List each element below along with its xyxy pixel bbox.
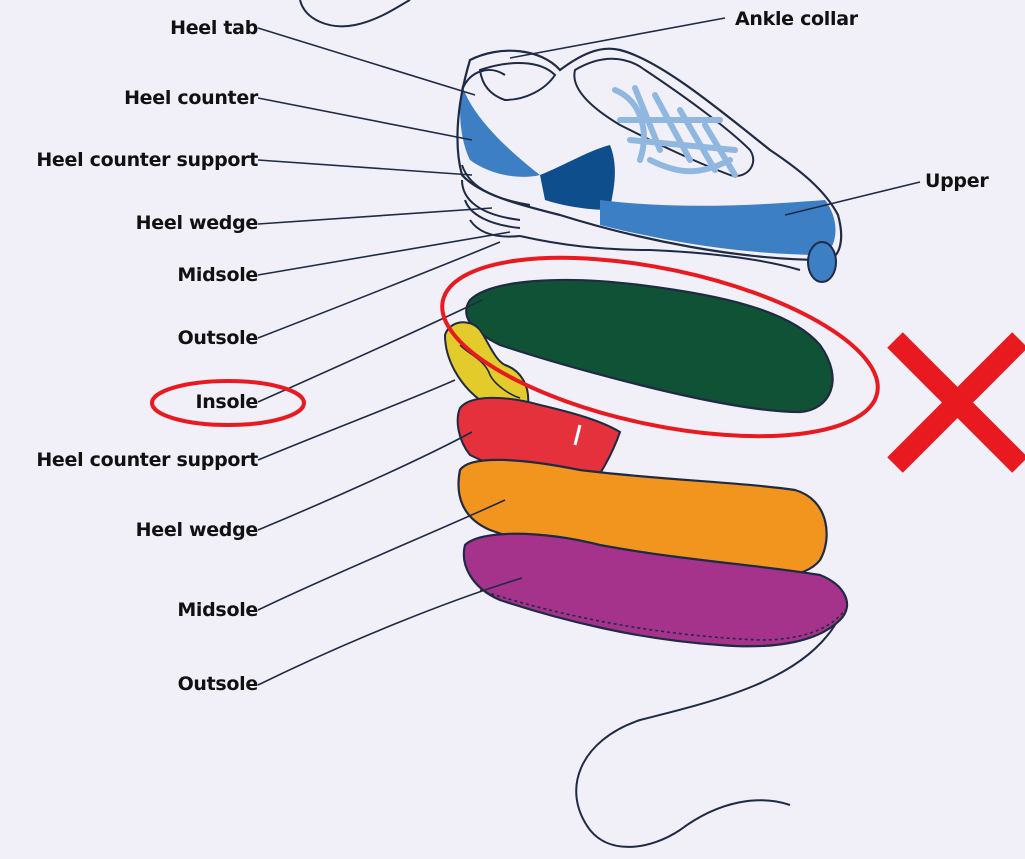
leader-heel-counter (258, 98, 472, 140)
leader-outsole-bottom (258, 578, 522, 685)
label-heel-tab: Heel tab (170, 17, 258, 39)
label-heel-wedge-top: Heel wedge (136, 212, 258, 234)
lace-string-top (300, 0, 410, 26)
red-x-mark (895, 340, 1020, 465)
label-heel-wedge-bottom: Heel wedge (136, 519, 258, 541)
leader-heel-tab (258, 28, 475, 95)
label-midsole-bottom: Midsole (177, 599, 258, 621)
label-heel-counter-support-bottom: Heel counter support (36, 449, 258, 471)
toe-band (600, 200, 836, 255)
label-heel-counter: Heel counter (124, 87, 258, 109)
label-upper: Upper (925, 170, 988, 192)
leader-ankle-collar (510, 18, 725, 58)
leader-upper (785, 182, 920, 215)
leader-heel-counter-support-bottom (258, 380, 455, 460)
label-heel-counter-support-top: Heel counter support (36, 149, 258, 171)
label-ankle-collar: Ankle collar (735, 8, 858, 30)
label-insole: Insole (195, 391, 258, 413)
label-midsole-top: Midsole (177, 264, 258, 286)
assembled-shoe (457, 49, 841, 282)
collar-inner (480, 63, 555, 100)
toe-cap (808, 242, 836, 282)
label-outsole-top: Outsole (178, 327, 258, 349)
side-panel-dark (540, 145, 615, 210)
leader-heel-counter-support-top (258, 160, 472, 175)
leader-heel-wedge-top (258, 208, 492, 224)
lace-string-bottom (576, 625, 835, 847)
label-outsole-bottom: Outsole (178, 673, 258, 695)
